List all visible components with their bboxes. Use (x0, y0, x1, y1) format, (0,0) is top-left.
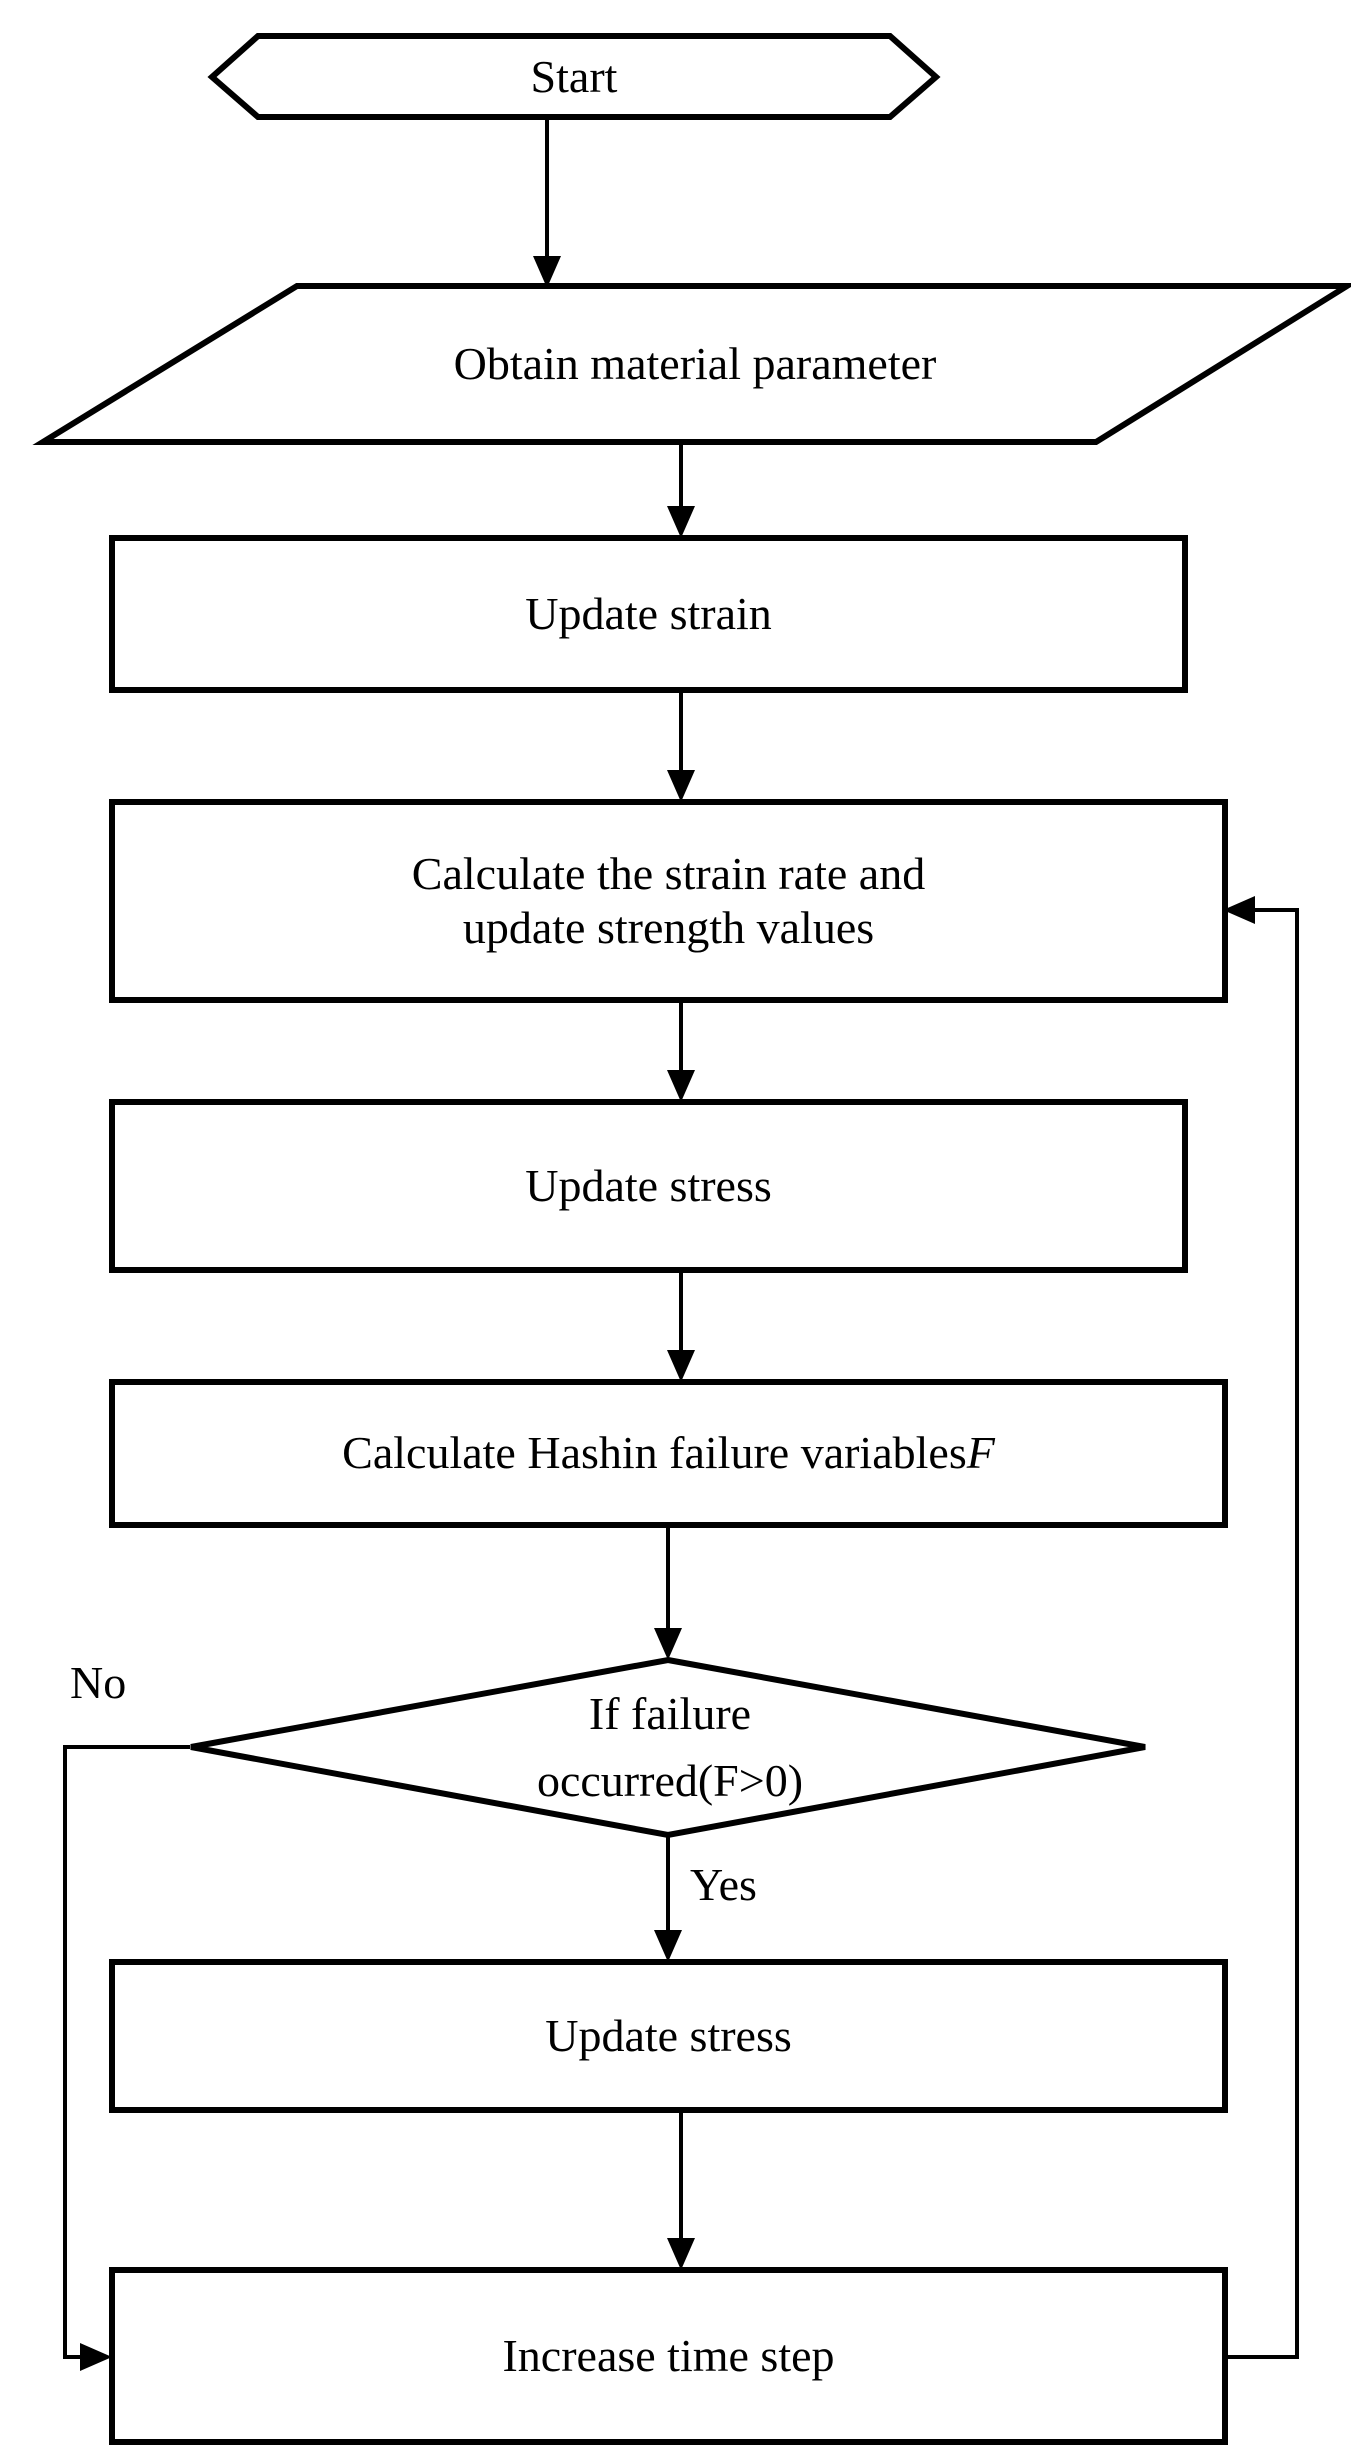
node-start-shape[interactable] (207, 33, 941, 120)
edge-update-stress-1-to-hashin (667, 1270, 695, 1382)
node-update-stress-1-shape[interactable] (109, 1099, 1188, 1273)
node-update-strain-shape[interactable] (109, 535, 1188, 693)
edge-decision-yes-to-update-stress-2 (654, 1835, 682, 1962)
node-increase-time-step-shape[interactable] (109, 2267, 1228, 2445)
edge-label-no: No (70, 1657, 127, 1708)
edge-obtain-to-update-strain (667, 443, 695, 538)
edge-increase-time-step-to-calc-rate-loop (1223, 896, 1299, 2359)
node-obtain-material-parameter-shape[interactable] (32, 283, 1351, 445)
edge-start-to-obtain (533, 117, 561, 288)
edge-label-yes: Yes (690, 1859, 757, 1910)
edge-decision-no-to-increase-time-step (63, 1745, 190, 2371)
node-calculate-hashin-shape[interactable] (109, 1379, 1228, 1528)
edge-calc-rate-to-update-stress-1 (667, 1000, 695, 1102)
node-if-failure-shape[interactable] (190, 1656, 1146, 1839)
node-update-stress-2-shape[interactable] (109, 1959, 1228, 2113)
node-calculate-strain-rate-shape[interactable] (109, 799, 1228, 1003)
edge-update-strain-to-calc-rate (667, 690, 695, 802)
edge-hashin-to-decision (654, 1525, 682, 1660)
edge-update-stress-2-to-increase-time-step (667, 2110, 695, 2270)
